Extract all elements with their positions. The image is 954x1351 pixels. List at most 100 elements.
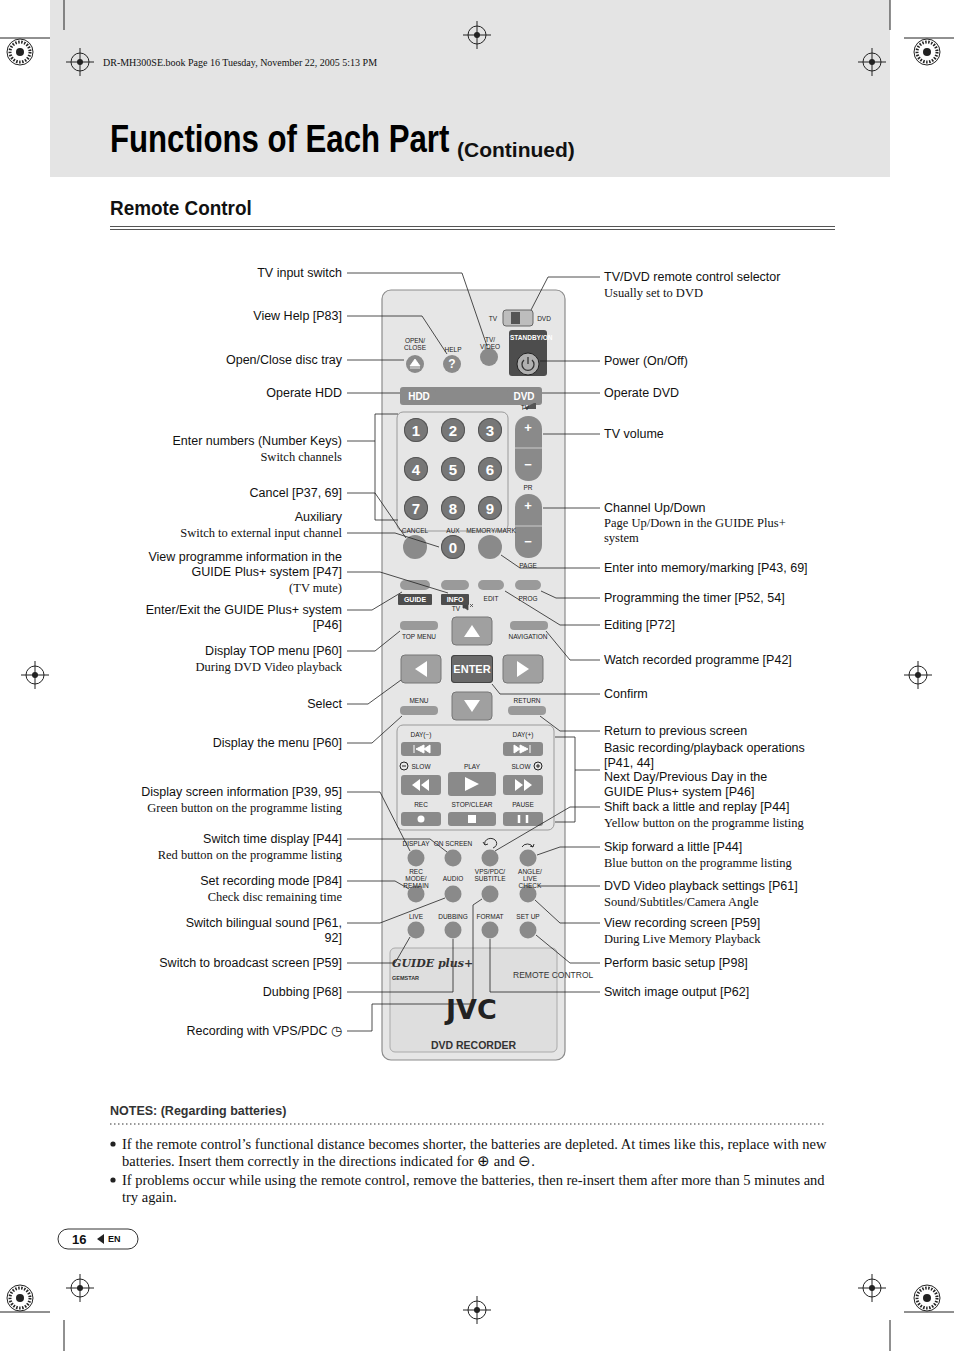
callout-note: During Live Memory Playback (604, 932, 761, 947)
callout-note: Red button on the programme listing (158, 848, 342, 863)
node-text: HDD (408, 391, 430, 402)
file-header: DR-MH300SE.book Page 16 Tuesday, Novembe… (103, 57, 377, 68)
button-tag: INFO (441, 594, 469, 605)
number-key: 4 (404, 457, 428, 481)
number-key: 9 (478, 496, 502, 520)
button-label: DAY(+) (508, 731, 538, 738)
remote-label: REMOTE CONTROL (513, 970, 593, 980)
callout-label: Switch image output [P62] (604, 985, 749, 1000)
callout-label: Basic recording/playback operations [P41… (604, 741, 819, 770)
callout-label: Switch time display [P44] (203, 832, 342, 847)
button-label: TV/ VIDEO (477, 336, 503, 350)
callout-label: Display the menu [P60] (213, 736, 342, 751)
callout-label: DVD Video playback settings [P61] (604, 879, 798, 894)
node-text: 1 (412, 422, 420, 439)
callout-note: Yellow button on the programme listing (604, 816, 804, 831)
callout-label: Enter numbers (Number Keys) (172, 434, 342, 449)
number-key: 7 (404, 496, 428, 520)
rocker-sign: − (520, 458, 536, 471)
node-text: 0 (449, 539, 457, 556)
rocker-sign: + (520, 421, 536, 434)
callout-label: Channel Up/Down (604, 501, 705, 516)
callout-label: View recording screen [P59] (604, 916, 760, 931)
page-number: 16 (72, 1232, 86, 1247)
callout-label: Power (On/Off) (604, 354, 688, 369)
node-text: 8 (449, 500, 457, 517)
callout-label: Watch recorded programme [P42] (604, 653, 792, 668)
button-label: ON SCREEN (433, 840, 473, 847)
callout-label: Open/Close disc tray (226, 353, 342, 368)
mode-button-label: HDD (402, 389, 436, 403)
button-label: SLOW (409, 763, 433, 770)
button-label: VPS/PDC/ SUBTITLE (471, 868, 509, 882)
number-key: 0 (441, 535, 465, 559)
callout-label: Perform basic setup [P98] (604, 956, 748, 971)
note-bullet: If problems occur while using the remote… (122, 1172, 827, 1206)
callout-label: TV volume (604, 427, 664, 442)
callout-note: Blue button on the programme listing (604, 856, 792, 871)
button-label: SLOW (509, 763, 533, 770)
button-label: HELP (441, 346, 465, 353)
button-label: ANGLE/ LIVE CHECK (511, 868, 549, 889)
number-key: 1 (404, 418, 428, 442)
rules (58, 227, 835, 1250)
rocker-sign: + (520, 499, 536, 512)
rocker-sign: − (520, 535, 536, 548)
callout-note: Page Up/Down in the GUIDE Plus+ system (604, 516, 814, 545)
callout-note: Switch channels (260, 450, 342, 465)
callout-label: View Help [P83] (253, 309, 342, 324)
button-label: DISPLAY (399, 840, 433, 847)
node-text: 3 (486, 422, 494, 439)
button-tag: GUIDE (398, 594, 432, 605)
node-text: ? (448, 357, 455, 371)
callout-label: Operate DVD (604, 386, 679, 401)
callout-label: Skip forward a little [P44] (604, 840, 742, 855)
note-bullet: If the remote control’s functional dista… (122, 1136, 827, 1170)
button-label: PR (520, 484, 536, 491)
button-label: PAGE (515, 562, 541, 569)
node-text: 7 (412, 500, 420, 517)
callout-label: Programming the timer [P52, 54] (604, 591, 785, 606)
callout-note: Switch to external input channel (180, 526, 342, 541)
callout-label: Shift back a little and replay [P44] (604, 800, 790, 815)
button-label: REC MODE/ REMAIN (398, 868, 434, 889)
mode-button-label: DVD (507, 389, 541, 403)
number-key: 2 (441, 418, 465, 442)
guide-logo: GUIDE plus+ (392, 957, 473, 970)
button-label: RETURN (510, 697, 544, 704)
callout-label: Editing [P72] (604, 618, 675, 633)
callout-label: Enter/Exit the GUIDE Plus+ system [P46] (127, 603, 342, 632)
callout-label: Auxiliary (295, 510, 342, 525)
node-text: GUIDE (404, 596, 426, 603)
node-text: 2 (449, 422, 457, 439)
button-label: NAVIGATION (505, 633, 551, 640)
callout-label: Display screen information [P39, 95] (141, 785, 342, 800)
section-heading: Remote Control (110, 196, 252, 220)
button-label: SET UP (513, 913, 543, 920)
button-label: DVD (534, 315, 554, 322)
callout-note: During DVD Video playback (195, 660, 342, 675)
node-text: DVD RECORDER (431, 1039, 516, 1051)
button-label: STANDBY/ON (510, 334, 546, 341)
node-text: 6 (486, 461, 494, 478)
button-label: AUDIO (438, 875, 468, 882)
number-key: 5 (441, 457, 465, 481)
callout-label: TV input switch (257, 266, 342, 281)
number-key: 6 (478, 457, 502, 481)
button-label: PROG (515, 595, 541, 602)
node-text: ENTER (453, 663, 490, 675)
callout-label: Dubbing [P68] (263, 985, 342, 1000)
callout-label: Select (307, 697, 342, 712)
node-text: 4 (412, 461, 420, 478)
node-text: 9 (486, 500, 494, 517)
node-text: 5 (449, 461, 457, 478)
remote-control (382, 290, 565, 1060)
button-label: MEMORY/MARK (466, 527, 516, 534)
callout-label: Recording with VPS/PDC ◷ (186, 1024, 342, 1039)
button-label: TV (518, 404, 532, 411)
callout-label: Switch to broadcast screen [P59] (159, 956, 342, 971)
leader-lines (347, 273, 600, 1031)
button-label: AUX (442, 527, 464, 534)
help-button: ? (443, 355, 461, 373)
